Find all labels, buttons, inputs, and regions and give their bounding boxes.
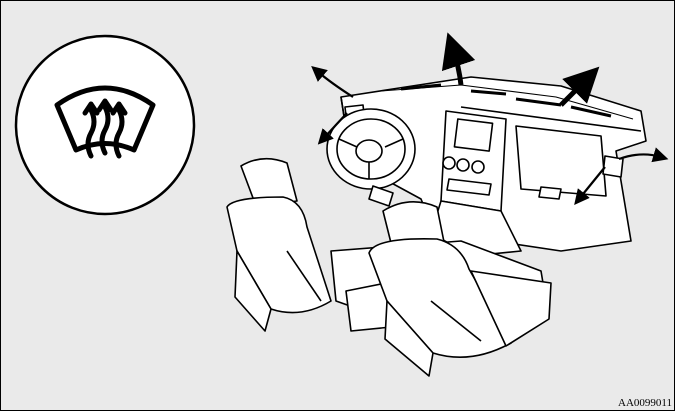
dashboard-illustration xyxy=(327,77,646,256)
figure-code: AA0099011 xyxy=(615,397,672,409)
defroster-badge xyxy=(16,36,194,214)
